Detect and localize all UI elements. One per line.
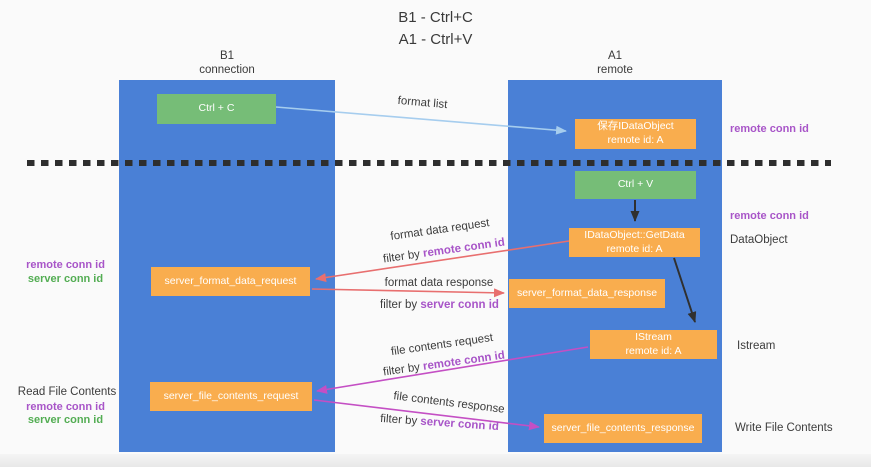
annotation-remote-conn-id-top: remote conn id bbox=[730, 123, 809, 135]
right-column-subtitle: remote bbox=[597, 64, 633, 77]
server-conn-id-text: server conn id bbox=[419, 415, 500, 434]
node-istream-line2: remote id: A bbox=[625, 344, 682, 357]
format-data-response-arrow bbox=[311, 288, 505, 298]
node-getdata-line1: IDataObject::GetData bbox=[584, 228, 685, 241]
node-server-file-contents-request: server_file_contents_request bbox=[150, 382, 312, 411]
node-ctrl-c-label: Ctrl + C bbox=[198, 102, 235, 115]
node-server-file-contents-request-label: server_file_contents_request bbox=[163, 389, 299, 402]
edge-label-format-data-response: format data response bbox=[384, 277, 494, 289]
annotation-dataobject: DataObject bbox=[730, 234, 788, 246]
annotation-read-file-contents: Read File Contents bbox=[17, 386, 117, 398]
annotation-left-bottom-remote-conn-id: remote conn id bbox=[26, 401, 105, 413]
annotation-left-mid-remote-conn-id: remote conn id bbox=[26, 259, 105, 271]
node-ctrl-v-label: Ctrl + V bbox=[617, 178, 654, 191]
left-column-subtitle: connection bbox=[199, 64, 255, 77]
right-column-header: A1 remote bbox=[508, 49, 722, 78]
node-istream: IStream remote id: A bbox=[590, 330, 717, 359]
node-save-idataobject-line1: 保存IDataObject bbox=[597, 120, 674, 133]
node-save-idataobject-line2: remote id: A bbox=[607, 134, 664, 146]
filter-by-text: filter by bbox=[380, 299, 421, 311]
node-idataobject-getdata: IDataObject::GetData remote id: A bbox=[569, 228, 700, 257]
node-server-format-data-response-label: server_format_data_response bbox=[516, 286, 658, 299]
bottom-edge-strip bbox=[0, 454, 871, 467]
diagram-title: B1 - Ctrl+C A1 - Ctrl+V bbox=[0, 7, 871, 51]
edge-label-filter-server-1: filter by server conn id bbox=[377, 299, 502, 311]
annotation-istream: Istream bbox=[737, 340, 776, 352]
remote-conn-id-text: remote conn id bbox=[422, 236, 506, 260]
annotation-remote-conn-id-mid: remote conn id bbox=[730, 210, 809, 222]
node-istream-line1: IStream bbox=[635, 330, 672, 343]
title-line-2: A1 - Ctrl+V bbox=[398, 30, 473, 48]
left-column-name: B1 bbox=[219, 50, 235, 62]
node-server-format-data-request: server_format_data_request bbox=[151, 267, 310, 296]
edge-label-format-list: format list bbox=[397, 94, 448, 112]
node-server-file-contents-response: server_file_contents_response bbox=[544, 414, 702, 443]
edge-label-filter-server-2: filter by server conn id bbox=[377, 413, 503, 434]
server-conn-id-text: server conn id bbox=[420, 299, 499, 311]
filter-by-text: filter by bbox=[382, 360, 424, 379]
remote-conn-id-text: remote conn id bbox=[422, 349, 506, 373]
filter-by-text: filter by bbox=[382, 247, 424, 266]
left-column-header: B1 connection bbox=[119, 49, 335, 78]
filter-by-text: filter by bbox=[379, 412, 421, 428]
node-server-file-contents-response-label: server_file_contents_response bbox=[551, 421, 695, 434]
annotation-write-file-contents: Write File Contents bbox=[735, 422, 833, 434]
annotation-left-mid-server-conn-id: server conn id bbox=[27, 273, 104, 285]
node-save-idataobject: 保存IDataObject remote id: A bbox=[575, 119, 696, 149]
node-ctrl-v: Ctrl + V bbox=[575, 171, 696, 199]
node-getdata-line2: remote id: A bbox=[606, 242, 663, 255]
node-ctrl-c: Ctrl + C bbox=[157, 94, 276, 124]
annotation-left-bottom-server-conn-id: server conn id bbox=[27, 414, 104, 426]
node-server-format-data-response: server_format_data_response bbox=[509, 279, 665, 308]
edge-label-file-contents-response: file contents response bbox=[392, 390, 506, 416]
node-server-format-data-request-label: server_format_data_request bbox=[164, 274, 297, 287]
right-column-name: A1 bbox=[607, 50, 623, 62]
title-line-1: B1 - Ctrl+C bbox=[398, 9, 473, 26]
